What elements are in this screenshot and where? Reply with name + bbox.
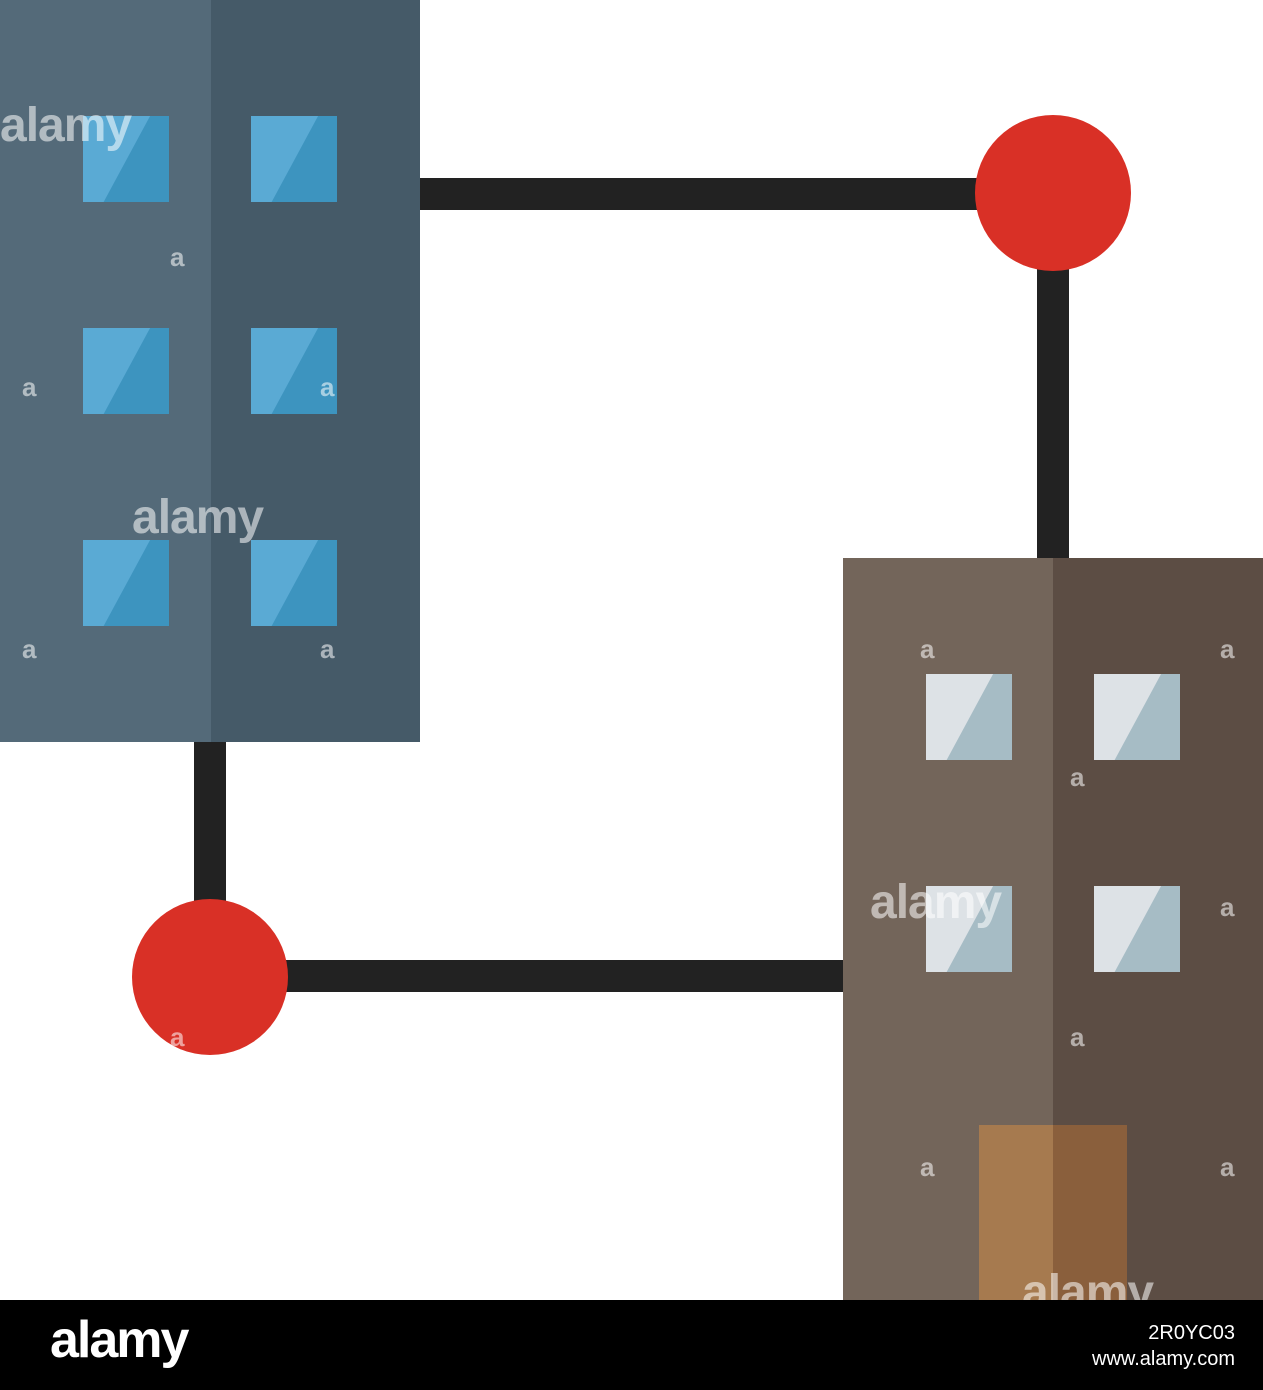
window xyxy=(83,116,169,202)
office-windows xyxy=(83,116,337,626)
network-node-top-right xyxy=(975,115,1131,271)
window-shade xyxy=(271,116,337,202)
footer-meta: 2R0YC03 www.alamy.com xyxy=(1092,1320,1235,1372)
window-shade xyxy=(271,328,337,414)
footer-logo: alamy xyxy=(50,1311,189,1369)
window-shade xyxy=(946,674,1012,760)
door-right-panel xyxy=(1053,1125,1127,1300)
office-building xyxy=(0,0,420,742)
window xyxy=(251,540,337,626)
window-shade xyxy=(1114,886,1180,972)
connector-bottom xyxy=(210,960,846,992)
connector-top xyxy=(418,178,1054,210)
site-url: www.alamy.com xyxy=(1092,1348,1235,1370)
window xyxy=(1094,674,1180,760)
window xyxy=(251,116,337,202)
window-shade xyxy=(1114,674,1180,760)
window xyxy=(1094,886,1180,972)
network-node-bottom-left xyxy=(132,899,288,1055)
window-shade xyxy=(946,886,1012,972)
apartment-windows xyxy=(926,674,1180,972)
window xyxy=(251,328,337,414)
window-shade xyxy=(103,116,169,202)
network-illustration xyxy=(0,0,1263,1300)
apartment-building xyxy=(843,558,1263,1300)
window-shade xyxy=(271,540,337,626)
image-id: 2R0YC03 xyxy=(1148,1322,1235,1344)
window xyxy=(83,328,169,414)
window-shade xyxy=(103,540,169,626)
stock-footer-bar: alamy 2R0YC03 www.alamy.com xyxy=(0,1300,1263,1390)
window xyxy=(926,886,1012,972)
door-left-panel xyxy=(979,1125,1053,1300)
window xyxy=(83,540,169,626)
window-shade xyxy=(103,328,169,414)
window xyxy=(926,674,1012,760)
